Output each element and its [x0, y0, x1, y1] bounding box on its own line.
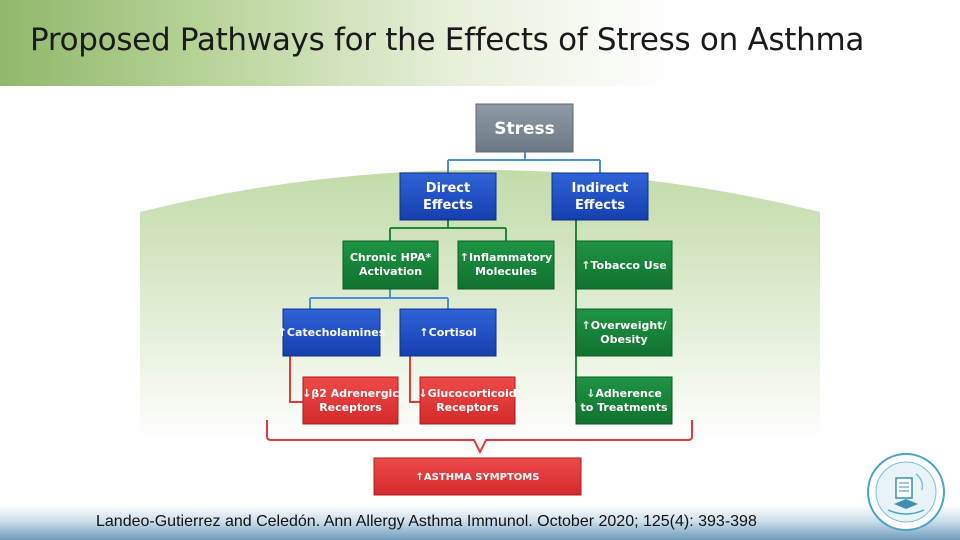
cortisol-box: ↑Cortisol [399, 308, 497, 357]
direct-effects-box: Direct Effects [399, 172, 497, 221]
stress-label: Stress [494, 119, 555, 139]
direct-effects-line2: Effects [423, 198, 473, 213]
inflammatory-line2: Molecules [475, 265, 537, 278]
annals-journal-seal [867, 453, 945, 531]
inflammatory-line1: ↑Inflammatory [460, 251, 552, 264]
adherence-line2: to Treatments [580, 401, 668, 414]
b2-receptors-line1: ↓β2 Adrenergic [302, 387, 399, 400]
indirect-effects-line2: Effects [575, 198, 625, 213]
background-hill [140, 170, 820, 440]
adherence-box: ↓Adherence to Treatments [575, 376, 673, 425]
slide-title: Proposed Pathways for the Effects of Str… [30, 22, 865, 58]
overweight-line2: Obesity [600, 333, 647, 346]
indirect-effects-line1: Indirect [571, 181, 628, 196]
indirect-effects-box: Indirect Effects [551, 172, 649, 221]
gluco-receptors-line2: Receptors [436, 401, 499, 414]
inflammatory-molecules-box: ↑Inflammatory Molecules [457, 240, 555, 290]
citation: Landeo-Gutierrez and Celedón. Ann Allerg… [96, 513, 757, 530]
asthma-symptoms-box: ↑ASTHMA SYMPTOMS [373, 457, 582, 496]
cortisol-label: ↑Cortisol [419, 326, 476, 339]
adherence-line1: ↓Adherence [586, 387, 662, 400]
asthma-symptoms-label: ↑ASTHMA SYMPTOMS [416, 472, 540, 483]
mortarboard-icon [894, 499, 918, 509]
stress-connectors [447, 152, 601, 173]
direct-connectors [389, 220, 507, 241]
tobacco-label: ↑Tobacco Use [581, 259, 666, 272]
stress-box: Stress [475, 103, 574, 153]
chronic-hpa-line2: Activation [359, 265, 422, 278]
catecholamines-box: ↑Catecholamines [278, 308, 386, 357]
catecholamines-label: ↑Catecholamines [278, 326, 386, 339]
book-icon [895, 477, 913, 499]
receptor-connectors [289, 356, 420, 403]
chronic-hpa-box: Chronic HPA* Activation [342, 240, 439, 290]
hpa-connectors [309, 289, 449, 309]
title-bar [0, 0, 960, 86]
glucocorticoid-receptors-box: ↓Glucocorticoid Receptors [418, 376, 517, 425]
tobacco-use-box: ↑Tobacco Use [575, 240, 673, 290]
bottom-band [0, 505, 960, 540]
overweight-obesity-box: ↑Overweight/ Obesity [575, 308, 673, 357]
asthma-bracket [266, 420, 693, 455]
b2-receptors-line2: Receptors [319, 401, 382, 414]
gluco-receptors-line1: ↓Glucocorticoid [418, 387, 516, 400]
b2-adrenergic-receptors-box: ↓β2 Adrenergic Receptors [302, 376, 399, 425]
overweight-line1: ↑Overweight/ [582, 319, 668, 332]
chronic-hpa-line1: Chronic HPA* [350, 251, 432, 264]
direct-effects-line1: Direct [426, 181, 470, 196]
